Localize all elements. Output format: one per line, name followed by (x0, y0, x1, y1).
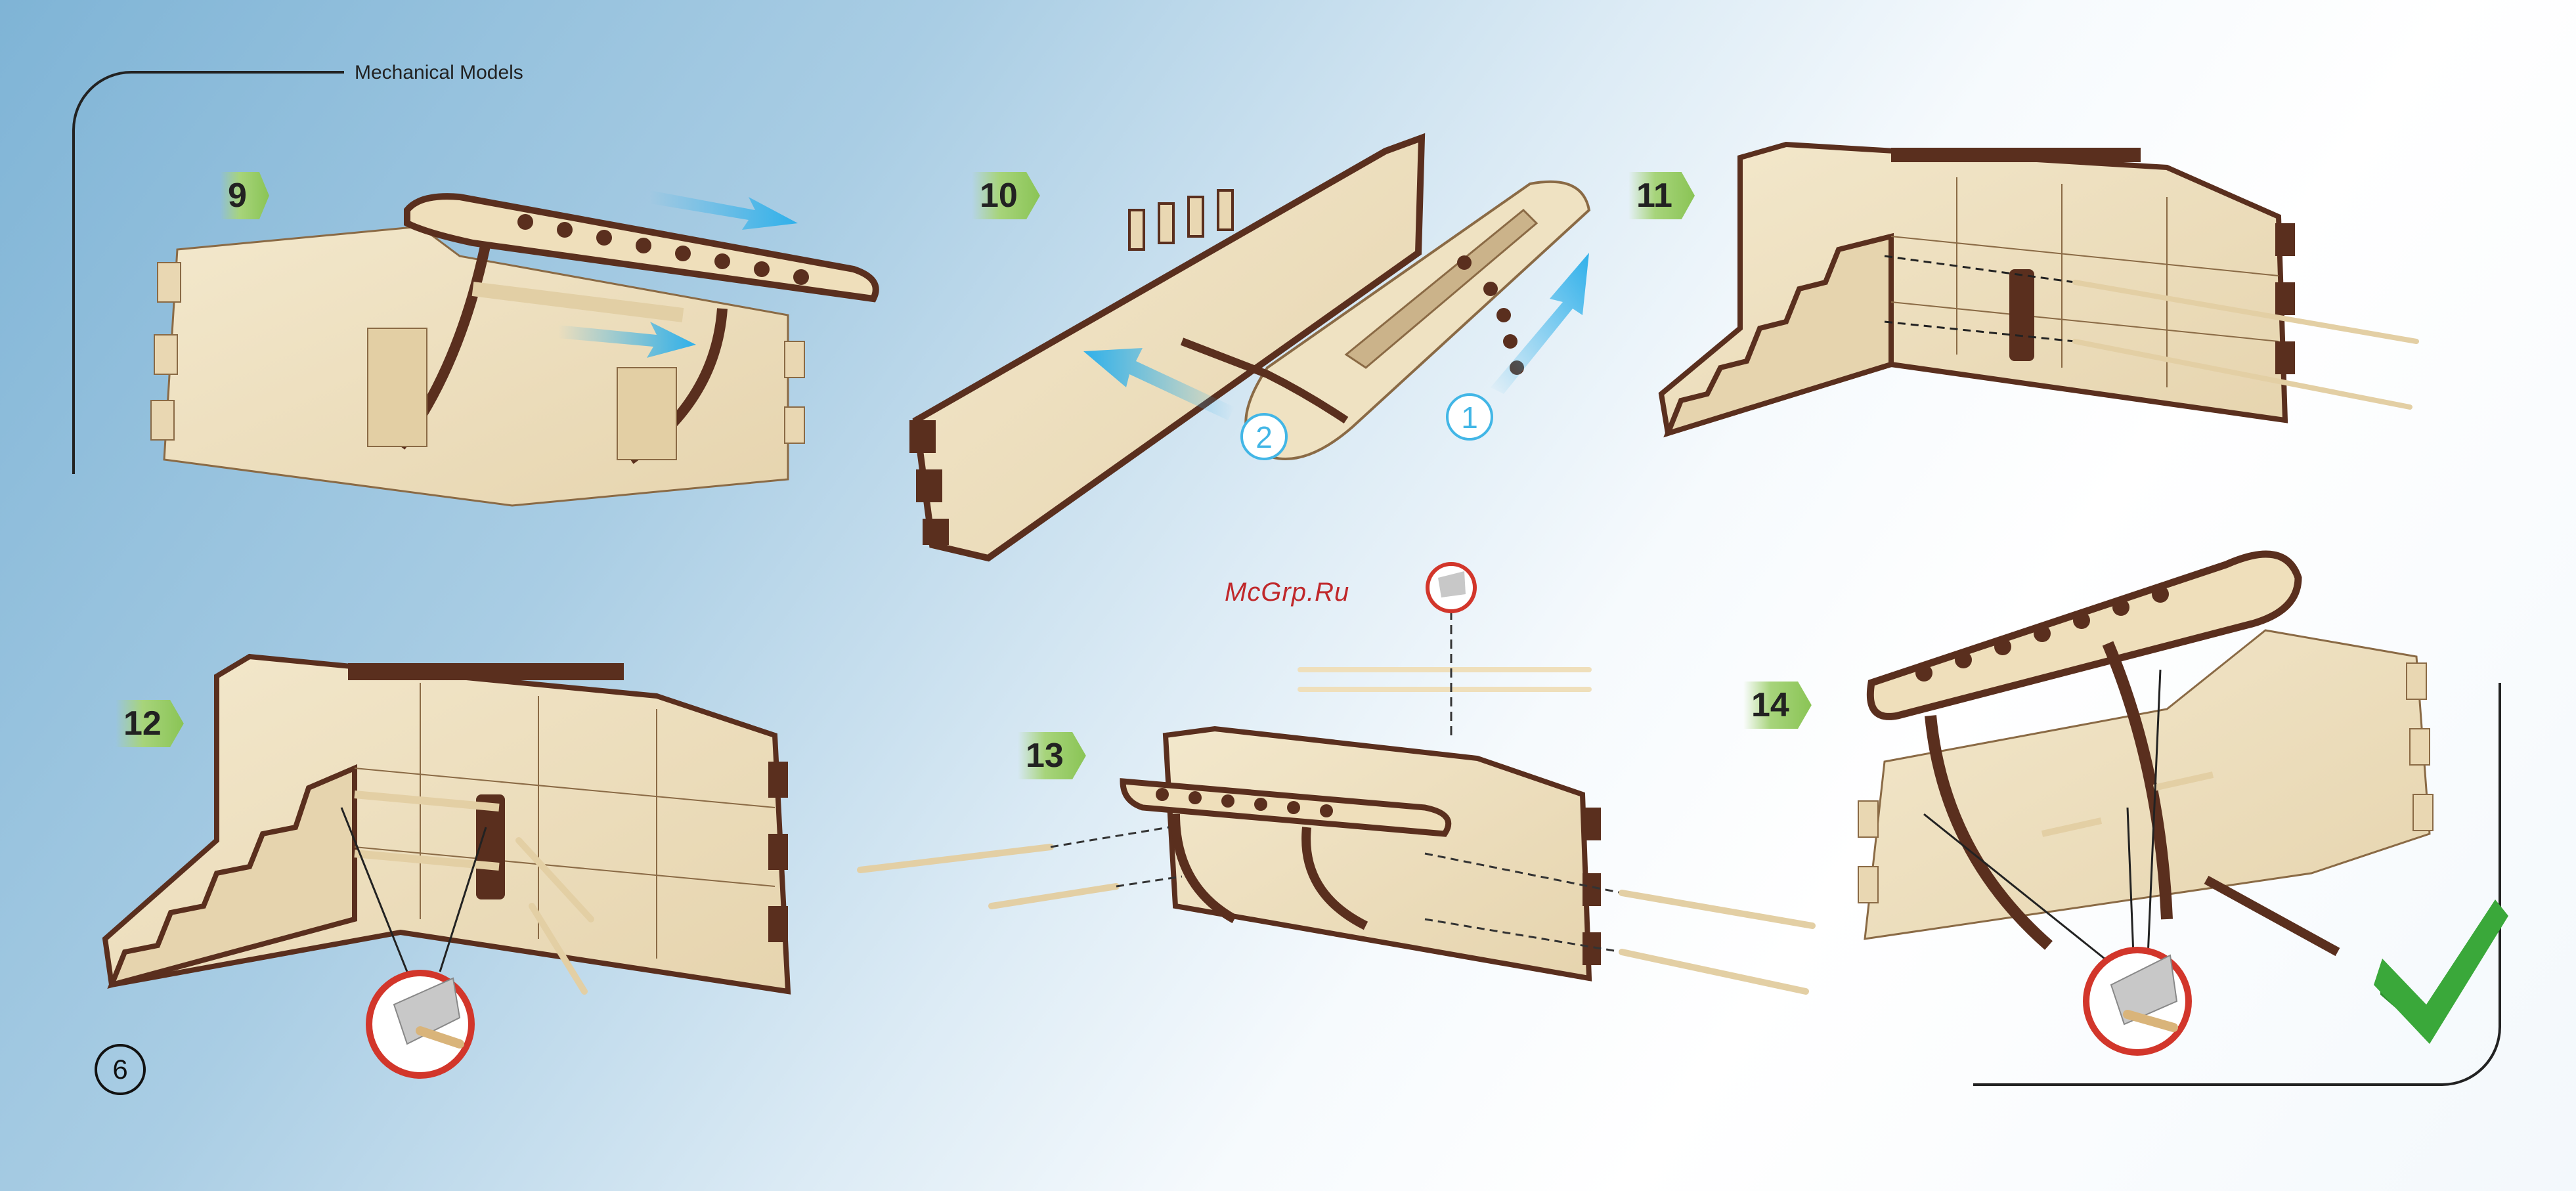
step-11-illustration (1661, 144, 2416, 433)
callout-1-label: 1 (1461, 401, 1478, 435)
checkmark-icon (2374, 899, 2508, 1044)
step-14-illustration (1858, 554, 2508, 1052)
blade-warning-icon (2086, 950, 2189, 1052)
arrow-icon (650, 190, 798, 230)
callout-2-label: 2 (1255, 420, 1273, 454)
blade-warning-icon (1428, 564, 1475, 611)
step-10-illustration: 2 1 (909, 138, 1589, 558)
blade-warning-icon (369, 973, 471, 1075)
step-13-illustration (860, 564, 1812, 991)
step-12-illustration (105, 657, 788, 1075)
step-9-illustration (151, 190, 876, 506)
